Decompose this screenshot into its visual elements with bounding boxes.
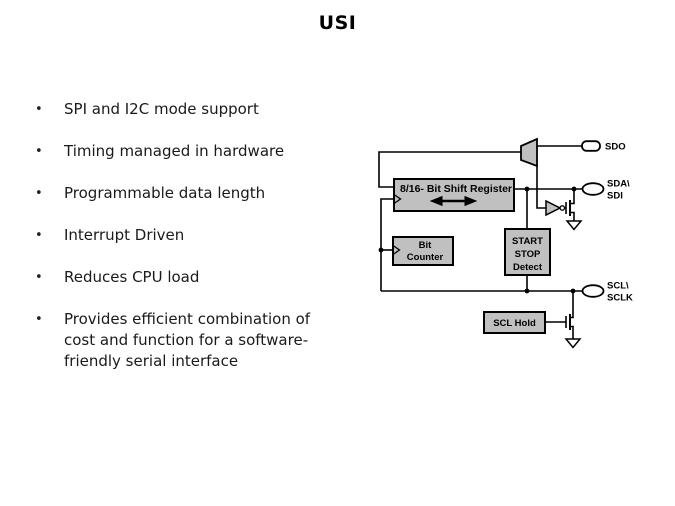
sda-mosfet-icon xyxy=(565,189,575,221)
bullet-marker: • xyxy=(35,186,43,201)
scl-pin: SCL\ SCLK xyxy=(581,281,633,304)
clock-input-icon xyxy=(393,193,402,205)
bullet-text: SPI and I2C mode support xyxy=(64,100,259,118)
sda-pin: SDA\ SDI xyxy=(581,179,630,202)
ground-icon xyxy=(564,338,582,349)
bit-counter-label-2: Counter xyxy=(407,252,444,263)
shift-register-block: 8/16- Bit Shift Register xyxy=(393,178,515,212)
start-stop-label-3: Detect xyxy=(513,262,543,273)
start-stop-detect-block: START STOP Detect xyxy=(504,228,551,276)
ground-icon xyxy=(565,220,583,231)
scl-pin-label-1: SCL\ xyxy=(607,281,629,292)
sdo-pin: SDO xyxy=(581,140,626,153)
bullet-list: • SPI and I2C mode support • Timing mana… xyxy=(35,99,355,393)
start-stop-label-2: STOP xyxy=(515,249,541,260)
scl-pin-label-2: SCLK xyxy=(607,293,633,304)
inverter-icon xyxy=(545,199,566,217)
mux-shape xyxy=(520,137,538,168)
bullet-text: Provides efficient combination of cost a… xyxy=(64,310,311,370)
bullet-marker: • xyxy=(35,228,43,243)
scl-hold-label: SCL Hold xyxy=(493,318,536,329)
list-item: • SPI and I2C mode support xyxy=(35,99,355,120)
list-item: • Timing managed in hardware xyxy=(35,141,355,162)
clock-input-icon xyxy=(392,244,401,256)
sda-pin-label-2: SDI xyxy=(607,191,623,202)
bullet-marker: • xyxy=(35,144,43,159)
usi-block-diagram: 8/16- Bit Shift Register Bit Counter STA… xyxy=(378,137,633,349)
bullet-marker: • xyxy=(35,270,43,285)
bullet-text: Interrupt Driven xyxy=(64,226,185,244)
bullet-text: Reduces CPU load xyxy=(64,268,200,286)
bit-counter-label-1: Bit xyxy=(419,240,433,251)
sda-pin-label-1: SDA\ xyxy=(607,179,630,190)
list-item: • Interrupt Driven xyxy=(35,225,355,246)
shift-register-label: 8/16- Bit Shift Register xyxy=(400,184,512,195)
list-item: • Provides efficient combination of cost… xyxy=(35,309,355,372)
bidirectional-arrow-icon xyxy=(429,195,478,207)
bullet-text: Timing managed in hardware xyxy=(64,142,285,160)
list-item: • Programmable data length xyxy=(35,183,355,204)
bullet-text: Programmable data length xyxy=(64,184,266,202)
wire-mux-to-inverter xyxy=(536,166,546,209)
scl-hold-block: SCL Hold xyxy=(483,311,546,334)
bullet-marker: • xyxy=(35,102,43,117)
list-item: • Reduces CPU load xyxy=(35,267,355,288)
junction-dots xyxy=(378,186,577,294)
scl-mosfet-icon xyxy=(565,291,574,339)
wire-mux-feedback xyxy=(378,151,521,188)
wire-clock-rail xyxy=(380,198,394,291)
bullet-marker: • xyxy=(35,312,43,327)
start-stop-label-1: START xyxy=(512,236,543,247)
bit-counter-block: Bit Counter xyxy=(392,236,454,266)
sdo-pin-label: SDO xyxy=(605,142,626,153)
page-title: USI xyxy=(318,12,357,34)
wires xyxy=(378,145,583,323)
